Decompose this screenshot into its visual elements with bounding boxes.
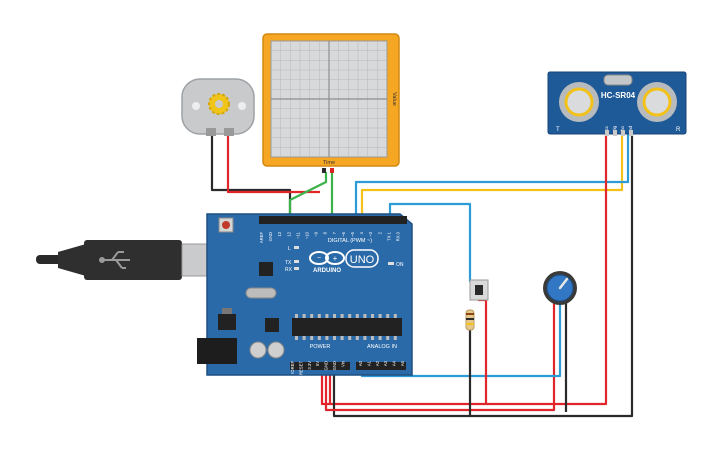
ultrasonic-sensor[interactable]: HC-SR04 T R VccTrigEchoGnd [547, 71, 687, 136]
pin-label: GND [268, 232, 273, 241]
led-rx-label: RX [285, 267, 293, 273]
wire-motor-red-2[interactable] [226, 132, 320, 194]
pin-label: A1 [366, 360, 371, 366]
usb-icon [99, 251, 130, 269]
pin-label: ~9 [314, 231, 319, 236]
pushbutton-icon [469, 279, 489, 301]
pin-label: IOREF [290, 361, 295, 374]
wire-sensor-black[interactable] [332, 134, 634, 418]
arduino-model-text: UNO [350, 254, 375, 266]
digital-pin-labels: AREF GND 13 12 ~11 ~10 ~9 8 7 ~6 ~5 4 ~3 2 TX 1 RX 0 [259, 231, 401, 243]
pin-label: ~10 [305, 231, 310, 239]
sensor-pin-label: Vcc [604, 125, 609, 133]
pin-label: A5 [400, 360, 405, 366]
pin-label: ~5 [350, 231, 355, 236]
sensor-pin-labels: VccTrigEchoGnd [604, 125, 633, 136]
digital-header-label: DIGITAL (PWM ~) [328, 238, 372, 244]
pin-label: A3 [383, 360, 388, 366]
pin-label: RESET [298, 361, 303, 375]
svg-text:+: + [333, 254, 338, 263]
pin-label: 5V [315, 361, 320, 366]
pin-label: Vin [340, 360, 345, 367]
wire-pot-red[interactable] [324, 302, 556, 412]
atmega-chip [292, 318, 402, 336]
analog-header-label: ANALOG IN [367, 344, 397, 350]
wire-board-red[interactable] [320, 372, 330, 406]
pin-label: A0 [358, 360, 363, 366]
pin-label: GND [332, 361, 337, 370]
wire-plotter-green-1[interactable] [288, 172, 328, 216]
pin-label: GND [324, 361, 329, 370]
wire-blue-button[interactable] [388, 202, 472, 282]
pin-label: 8 [323, 231, 328, 234]
dc-motor-icon [208, 93, 230, 115]
dc-motor[interactable] [181, 78, 255, 136]
pin-label: ~6 [341, 231, 346, 236]
arduino-logo-icon: − + [309, 251, 345, 265]
serial-plotter[interactable]: Time Value [262, 33, 400, 173]
pin-label: A4 [392, 360, 397, 366]
pin-label: ~3 [368, 231, 373, 236]
chip-pins [295, 314, 397, 340]
resistor[interactable] [465, 309, 475, 331]
pin-label: TX 1 [386, 231, 391, 241]
led-l-label: L [288, 246, 291, 252]
wire-sensor-red[interactable] [328, 134, 608, 406]
potentiometer[interactable] [543, 271, 577, 305]
plotter-axis-label: Time [323, 160, 335, 166]
pin-label: ~11 [295, 231, 300, 238]
pin-label: 4 [359, 231, 364, 234]
pin-label: 12 [286, 231, 291, 236]
pin-label: 3.3V [307, 361, 312, 370]
sensor-model-label: HC-SR04 [601, 91, 636, 100]
resistor-icon [465, 309, 475, 331]
arduino-logo-text: ARDUINO [313, 268, 341, 274]
sensor-side-right: R [676, 127, 681, 133]
pushbutton[interactable] [469, 279, 489, 301]
power-on-label: ON [396, 262, 404, 268]
pin-label: RX 0 [396, 231, 401, 241]
power-header-label: POWER [310, 344, 331, 350]
sensor-pin-label: Trig [612, 126, 617, 134]
wire-blue-sensor[interactable] [354, 134, 630, 216]
led-tx-label: TX [285, 260, 292, 266]
wire-yellow[interactable] [360, 134, 624, 216]
arduino-uno-board[interactable]: AREF GND 13 12 ~11 ~10 ~9 8 7 ~6 ~5 4 ~3 2 TX 1 RX 0 DI… [197, 213, 413, 376]
svg-text:−: − [317, 255, 321, 262]
pin-label: AREF [259, 232, 264, 244]
wire-button-red[interactable] [478, 298, 488, 404]
plotter-side-label: Value [391, 92, 397, 106]
potentiometer-icon [543, 271, 577, 305]
pin-label: 2 [377, 231, 382, 234]
pin-label: 7 [332, 231, 337, 234]
pin-label: 13 [277, 231, 282, 236]
sensor-side-left: T [556, 127, 560, 133]
pin-label: A2 [375, 360, 380, 366]
